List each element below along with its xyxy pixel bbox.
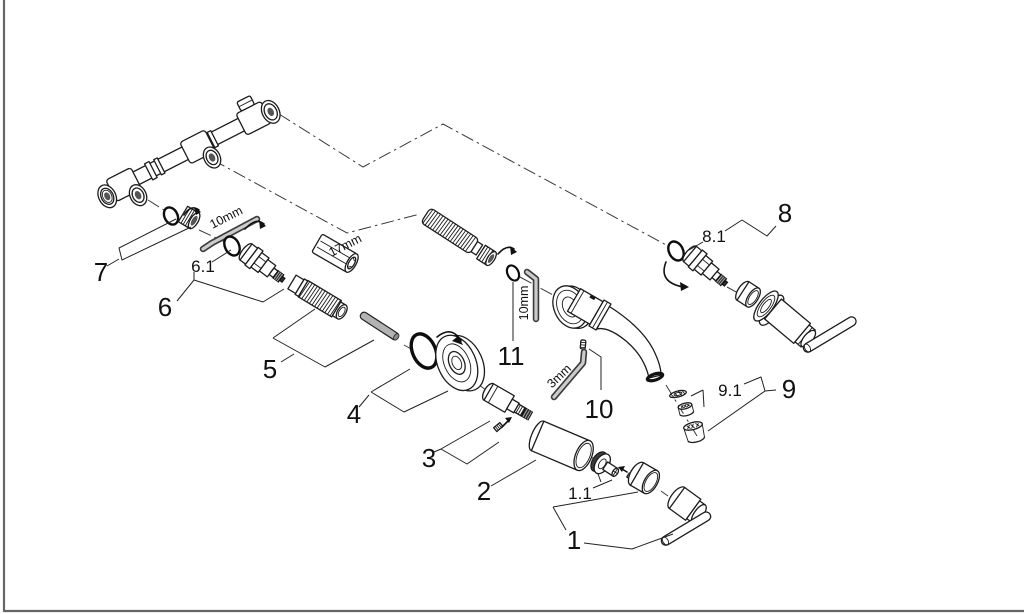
callout-6: 6 bbox=[158, 292, 172, 322]
manifold-branch-port-1 bbox=[128, 184, 148, 207]
part7-plug-nut bbox=[177, 205, 201, 230]
part3-screw-arrow bbox=[501, 417, 512, 428]
part8-rotation-arrow bbox=[663, 261, 689, 291]
callout-2: 2 bbox=[477, 476, 491, 506]
part3-set-screw bbox=[492, 421, 504, 433]
spout-set-screw-slot bbox=[589, 295, 596, 301]
callout-8-1: 8.1 bbox=[702, 227, 726, 246]
part8-o-ring bbox=[667, 240, 685, 262]
part7-rotation-arrow bbox=[183, 207, 201, 216]
part9-washer bbox=[669, 389, 687, 399]
part4-escutcheon-rosette bbox=[435, 334, 486, 392]
manifold-end-port bbox=[97, 184, 118, 209]
callout-11: 11 bbox=[498, 341, 525, 371]
part3-sleeve bbox=[481, 382, 534, 421]
callout-4: 4 bbox=[347, 399, 361, 429]
part1-handle-ring bbox=[627, 461, 661, 495]
part11-o-ring bbox=[505, 264, 521, 282]
part1-1-screw-arrow bbox=[618, 466, 628, 473]
callout-1: 1 bbox=[567, 525, 581, 555]
hex-key-3mm bbox=[550, 348, 588, 401]
part2-shank-cylinder bbox=[528, 420, 594, 472]
callout-10: 10 bbox=[585, 394, 614, 424]
callout-6-1: 6.1 bbox=[191, 257, 215, 276]
part1-1-adapter bbox=[590, 451, 620, 477]
center-lines bbox=[147, 113, 741, 497]
spout-tip-aerator-end bbox=[645, 371, 665, 383]
part6-rotation-arrow bbox=[244, 220, 266, 230]
callout-5: 5 bbox=[263, 354, 277, 384]
part5-pin bbox=[359, 311, 400, 341]
part7-o-ring bbox=[162, 206, 180, 226]
callout-9: 9 bbox=[782, 374, 796, 404]
part8-valve-cartridge bbox=[682, 245, 729, 287]
part11-flex-hose bbox=[421, 208, 484, 256]
hex-key-10mm-mid bbox=[523, 268, 540, 323]
callout-3: 3 bbox=[422, 443, 436, 473]
callout-leaders bbox=[106, 218, 777, 550]
socket-tool-17mm bbox=[311, 233, 359, 274]
part5-threaded-extension bbox=[287, 274, 348, 320]
hex-key-10mm-mid-label: 10mm bbox=[517, 286, 531, 321]
part11-rotation-arrow bbox=[497, 246, 517, 255]
spout-base bbox=[566, 288, 612, 331]
part9-aerator-insert bbox=[677, 402, 695, 417]
part4-o-ring bbox=[409, 332, 439, 370]
part6-valve-cartridge bbox=[238, 243, 286, 283]
part6-o-ring bbox=[223, 235, 241, 257]
handle-trim-body bbox=[763, 298, 817, 348]
callout-1-1: 1.1 bbox=[568, 484, 592, 503]
manifold-rough-in-body bbox=[97, 95, 281, 209]
callout-9-1: 9.1 bbox=[718, 381, 742, 400]
part9-aerator-housing bbox=[683, 421, 706, 444]
part11-hose-nut bbox=[475, 244, 497, 267]
spout-tube bbox=[596, 304, 662, 379]
manifold-end-port-top bbox=[260, 99, 281, 124]
callout-7: 7 bbox=[94, 257, 108, 287]
manifold-branch-port-2 bbox=[202, 146, 222, 169]
handle-trim-bushing bbox=[735, 280, 762, 308]
hex-key-10mm-top bbox=[199, 215, 261, 253]
callout-8: 8 bbox=[778, 198, 792, 228]
part4-rotation-arrow bbox=[436, 331, 463, 345]
part10-grub-screw bbox=[579, 339, 587, 350]
handle-trim-lever bbox=[802, 316, 857, 353]
